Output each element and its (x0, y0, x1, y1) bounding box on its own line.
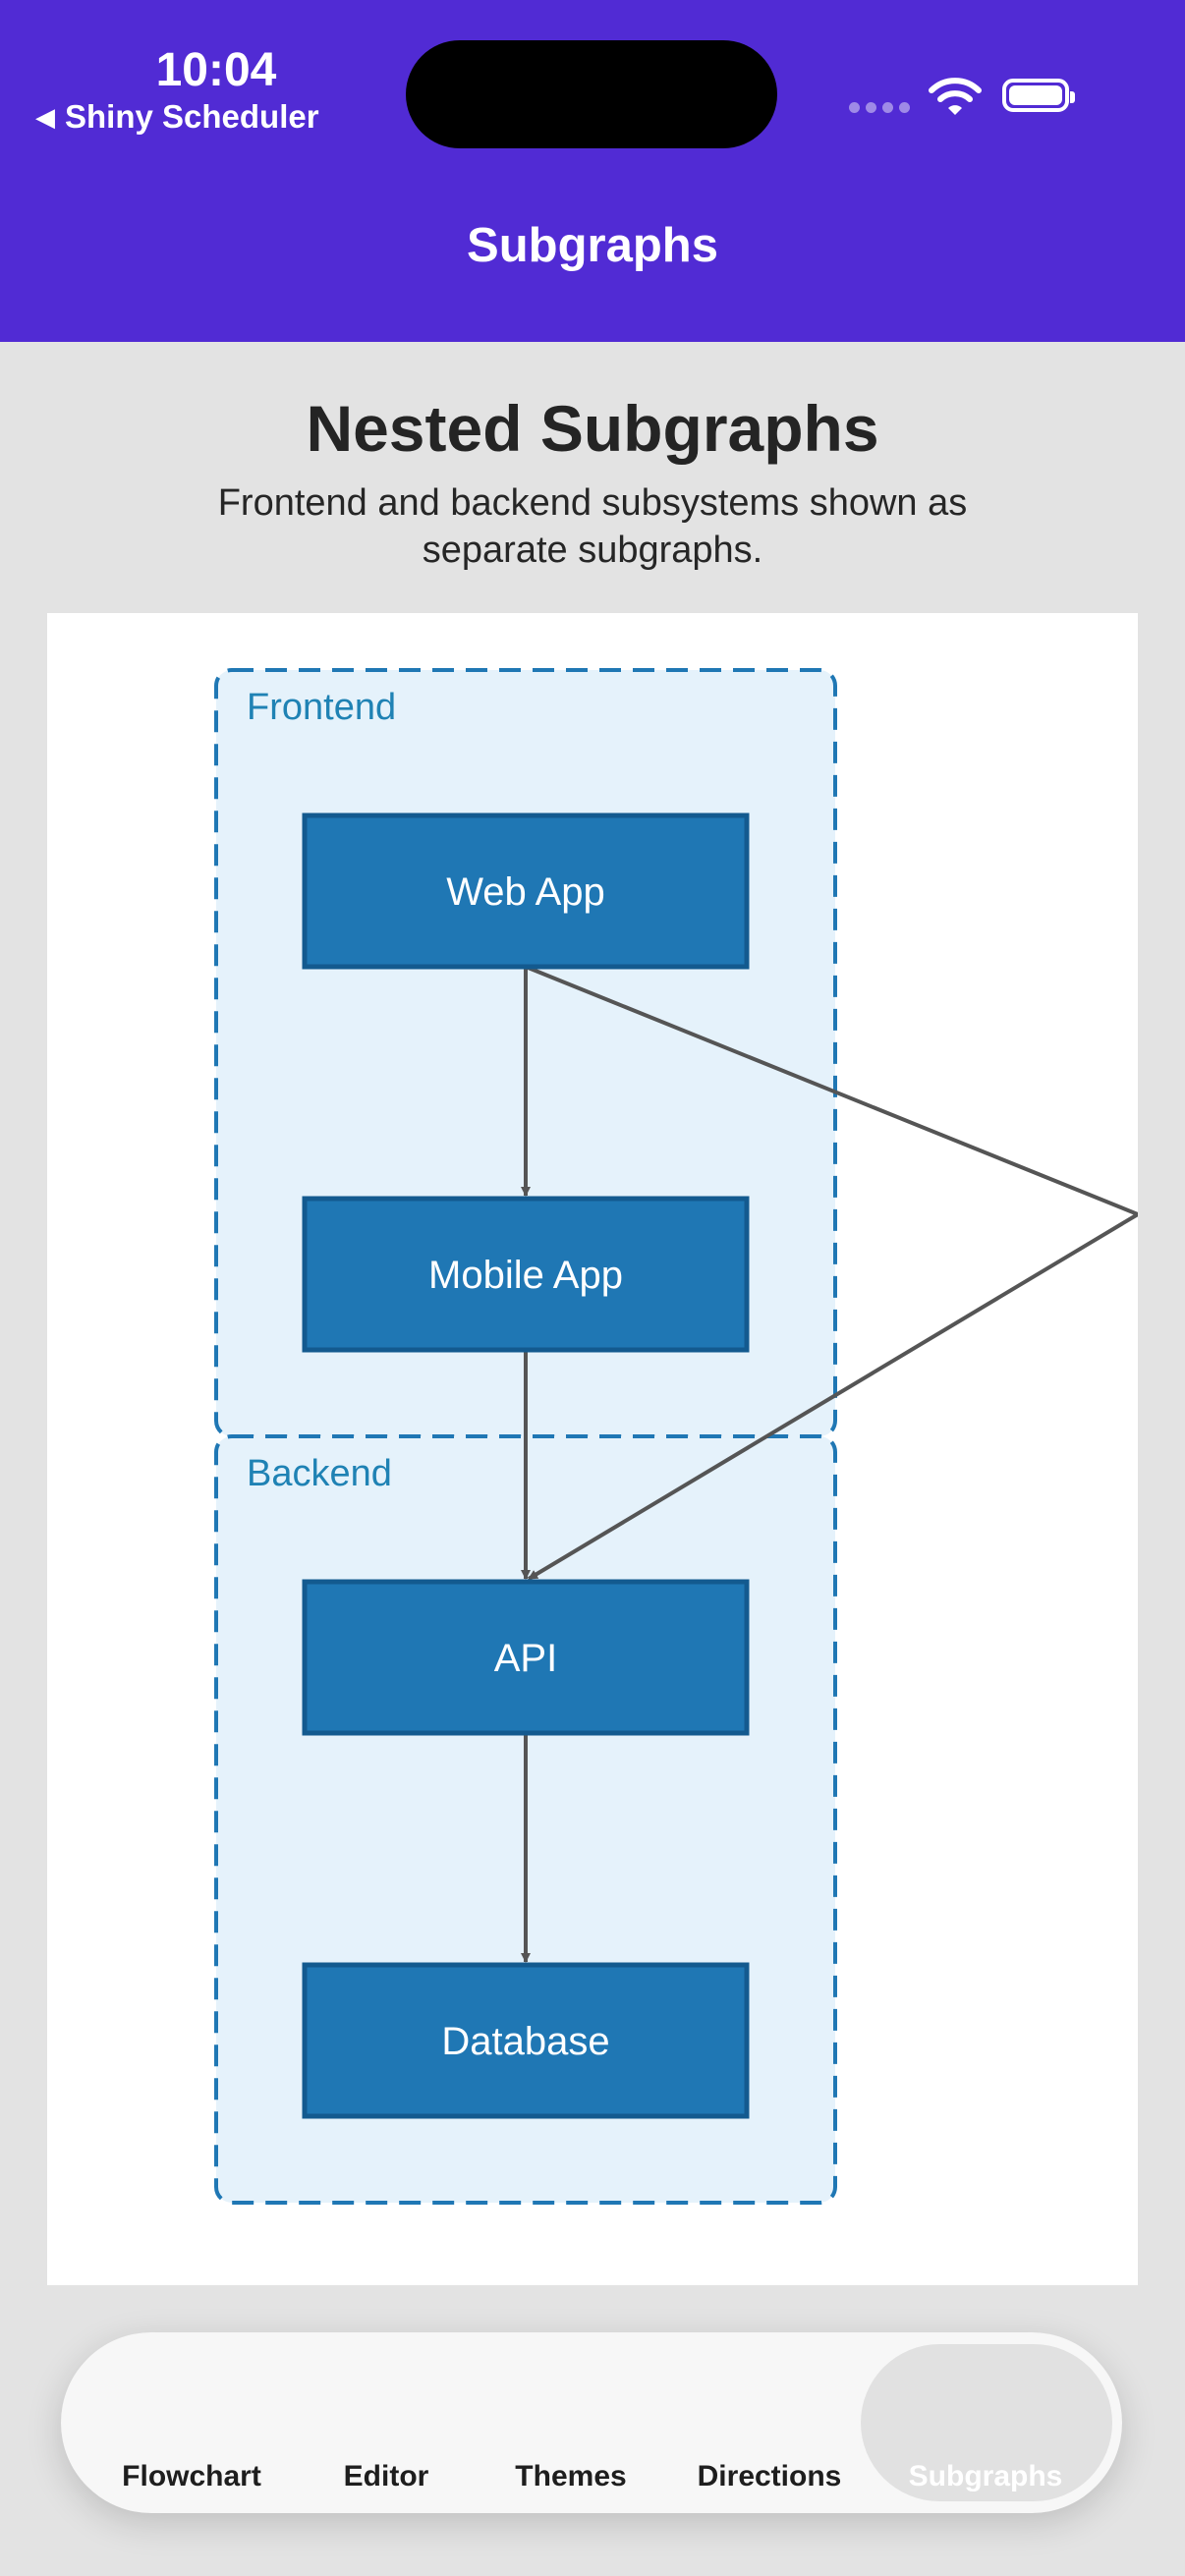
node-web-app[interactable]: Web App (302, 812, 750, 970)
tab-subgraphs[interactable]: Subgraphs (908, 2460, 1063, 2492)
tab-directions[interactable]: Directions (697, 2460, 842, 2492)
node-api[interactable]: API (302, 1579, 750, 1736)
node-database-label: Database (441, 2020, 609, 2063)
wifi-icon (929, 78, 982, 115)
edge-web-api (525, 965, 1138, 1581)
active-tab-highlight (861, 2344, 1112, 2501)
node-database[interactable]: Database (302, 1962, 750, 2119)
back-app-label: Shiny Scheduler (65, 98, 319, 135)
diagram-canvas: Frontend Backend Web App Mobile App API … (47, 613, 1138, 2285)
status-time: 10:04 (155, 44, 277, 96)
page-title: Subgraphs (467, 219, 718, 272)
node-mobile-app-label: Mobile App (428, 1254, 623, 1297)
content-description: Frontend and backend subsystems shown as… (217, 482, 968, 571)
app-header: 10:04 ◀ Shiny Scheduler Subgraphs (0, 0, 1185, 342)
tab-themes[interactable]: Themes (515, 2460, 627, 2492)
cellular-signal-icon (849, 102, 910, 113)
back-to-app-button[interactable]: ◀ Shiny Scheduler (35, 98, 319, 136)
subgraph-frontend-label: Frontend (247, 687, 396, 728)
dynamic-island (406, 40, 777, 148)
tab-editor[interactable]: Editor (343, 2460, 429, 2492)
node-mobile-app[interactable]: Mobile App (302, 1196, 750, 1353)
content-title: Nested Subgraphs (306, 392, 879, 465)
bottom-tab-bar: Flowchart Editor Themes Directions Subgr… (61, 2332, 1122, 2513)
tab-flowchart[interactable]: Flowchart (122, 2460, 261, 2492)
back-arrow-icon: ◀ (35, 101, 55, 132)
battery-icon (1002, 79, 1075, 112)
node-api-label: API (494, 1637, 557, 1680)
subgraph-backend-label: Backend (247, 1453, 392, 1494)
node-web-app-label: Web App (446, 870, 605, 914)
